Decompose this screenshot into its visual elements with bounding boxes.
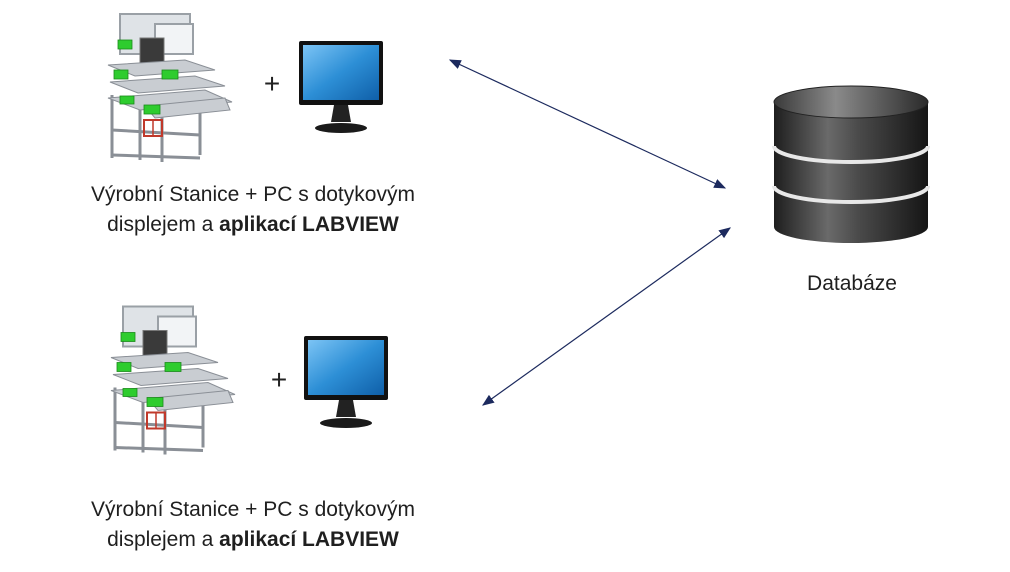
- machine-icon: [107, 13, 233, 162]
- caption-line-1: Výrobní Stanice + PC s dotykovým: [91, 183, 415, 206]
- caption-line-2: displejem a aplikací LABVIEW: [43, 525, 463, 555]
- caption-prefix: displejem a: [107, 528, 220, 551]
- caption-prefix: displejem a: [107, 213, 220, 236]
- station-2-machine: [103, 300, 238, 460]
- caption-bold: aplikací LABVIEW: [219, 528, 399, 551]
- monitor-icon: [304, 336, 388, 428]
- database-icon: [772, 85, 930, 243]
- arrow-station2-database: [482, 227, 731, 406]
- station-2-caption: Výrobní Stanice + PC s dotykovým displej…: [43, 495, 463, 555]
- monitor-icon: [299, 41, 383, 133]
- caption-bold: aplikací LABVIEW: [219, 213, 399, 236]
- machine-icon: [110, 305, 236, 455]
- caption-line-2: displejem a aplikací LABVIEW: [43, 210, 463, 240]
- plus-sign: +: [270, 364, 288, 395]
- station-1-monitor: [298, 40, 386, 135]
- plus-sign: +: [263, 68, 281, 99]
- arrow-station1-database: [448, 59, 727, 189]
- station-2-monitor: [303, 335, 391, 430]
- station-1-caption: Výrobní Stanice + PC s dotykovým displej…: [43, 180, 463, 240]
- database: [770, 82, 932, 247]
- caption-line-1: Výrobní Stanice + PC s dotykovým: [91, 498, 415, 521]
- station-1-machine: [100, 10, 235, 165]
- database-label: Databáze: [807, 272, 897, 295]
